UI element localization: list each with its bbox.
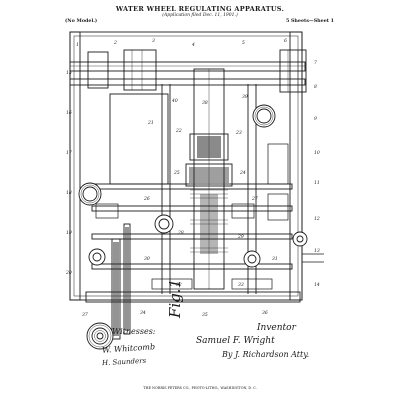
reference-numeral: 6 xyxy=(284,38,287,44)
printer-credit: THE NORRIS PETERS CO., PHOTO-LITHO., WAS… xyxy=(143,386,257,390)
reference-numeral: 33 xyxy=(238,282,244,288)
reference-numeral: 34 xyxy=(140,310,146,316)
reference-numeral: 5 xyxy=(242,40,245,46)
application-date: (Application filed Dec. 11, 1901.) xyxy=(162,13,238,18)
reference-numeral: 23 xyxy=(235,130,242,136)
inventor-label: Inventor xyxy=(257,323,296,333)
reference-numeral: 30 xyxy=(144,256,150,262)
base-plate xyxy=(85,291,301,303)
cross-bar-1 xyxy=(91,183,293,190)
pulley-mid xyxy=(123,49,157,91)
cross-bar-3 xyxy=(91,233,293,240)
reference-numeral: 32 xyxy=(176,282,182,288)
top-shaft xyxy=(69,61,306,72)
attorney-signature: By J. Richardson Atty. xyxy=(222,350,310,359)
figure-label: Fig.1 xyxy=(166,278,184,318)
cross-bar-4 xyxy=(91,263,293,270)
reference-numeral: 37 xyxy=(82,312,88,318)
reference-numeral: 14 xyxy=(314,282,320,288)
reference-numeral: 21 xyxy=(147,120,154,126)
reference-numeral: 25 xyxy=(173,170,180,176)
reference-numeral: 22 xyxy=(175,128,182,134)
reference-numeral: 26 xyxy=(143,196,150,202)
pulley-right xyxy=(279,49,307,93)
left-post xyxy=(69,31,81,301)
reference-numeral: 9 xyxy=(314,116,317,122)
reference-numeral: 35 xyxy=(202,312,208,318)
reference-numeral: 10 xyxy=(314,150,320,156)
reference-numeral: 18 xyxy=(66,190,72,196)
reference-numeral: 4 xyxy=(191,42,195,48)
reference-numeral: 13 xyxy=(314,248,320,254)
reference-numeral: 29 xyxy=(237,234,244,240)
right-post xyxy=(289,31,303,301)
reference-numeral: 7 xyxy=(314,60,317,66)
reference-numeral: 27 xyxy=(251,196,258,202)
patent-title: WATER WHEEL REGULATING APPARATUS. xyxy=(115,5,285,13)
reference-numeral: 11 xyxy=(314,180,320,186)
reference-numeral: 38 xyxy=(202,100,208,106)
window-panel xyxy=(109,93,169,185)
reference-numeral: 1 xyxy=(76,42,79,48)
pulley-left xyxy=(87,51,109,89)
reference-numeral: 39 xyxy=(242,94,248,100)
reference-numeral: 3 xyxy=(152,38,155,44)
reference-numeral: 36 xyxy=(262,310,268,316)
reference-numeral: 12 xyxy=(314,216,320,222)
reference-numeral: 31 xyxy=(272,256,278,262)
reference-numeral: 8 xyxy=(314,84,317,90)
model-note: (No Model.) xyxy=(65,18,98,24)
sheet-count: 5 Sheets—Sheet 1 xyxy=(285,18,334,24)
witnesses-label: Witnesses: xyxy=(112,327,156,336)
reference-numeral: 16 xyxy=(66,110,72,116)
reference-numeral: 2 xyxy=(113,40,117,46)
second-shaft xyxy=(69,78,306,86)
reference-numeral: 20 xyxy=(65,270,72,276)
mechanical-drawing: 1234567891011121314151617181920212223242… xyxy=(65,31,324,350)
reference-numeral: 17 xyxy=(66,150,72,156)
reference-numeral: 40 xyxy=(171,98,178,104)
reference-numeral: 24 xyxy=(239,170,246,176)
reference-numeral: 28 xyxy=(177,230,184,236)
inventor-signature: Samuel F. Wright xyxy=(196,336,275,346)
chain-left xyxy=(111,238,121,340)
reference-numeral: 15 xyxy=(66,70,72,76)
reference-numeral: 19 xyxy=(66,230,72,236)
cross-bar-2 xyxy=(91,205,293,212)
